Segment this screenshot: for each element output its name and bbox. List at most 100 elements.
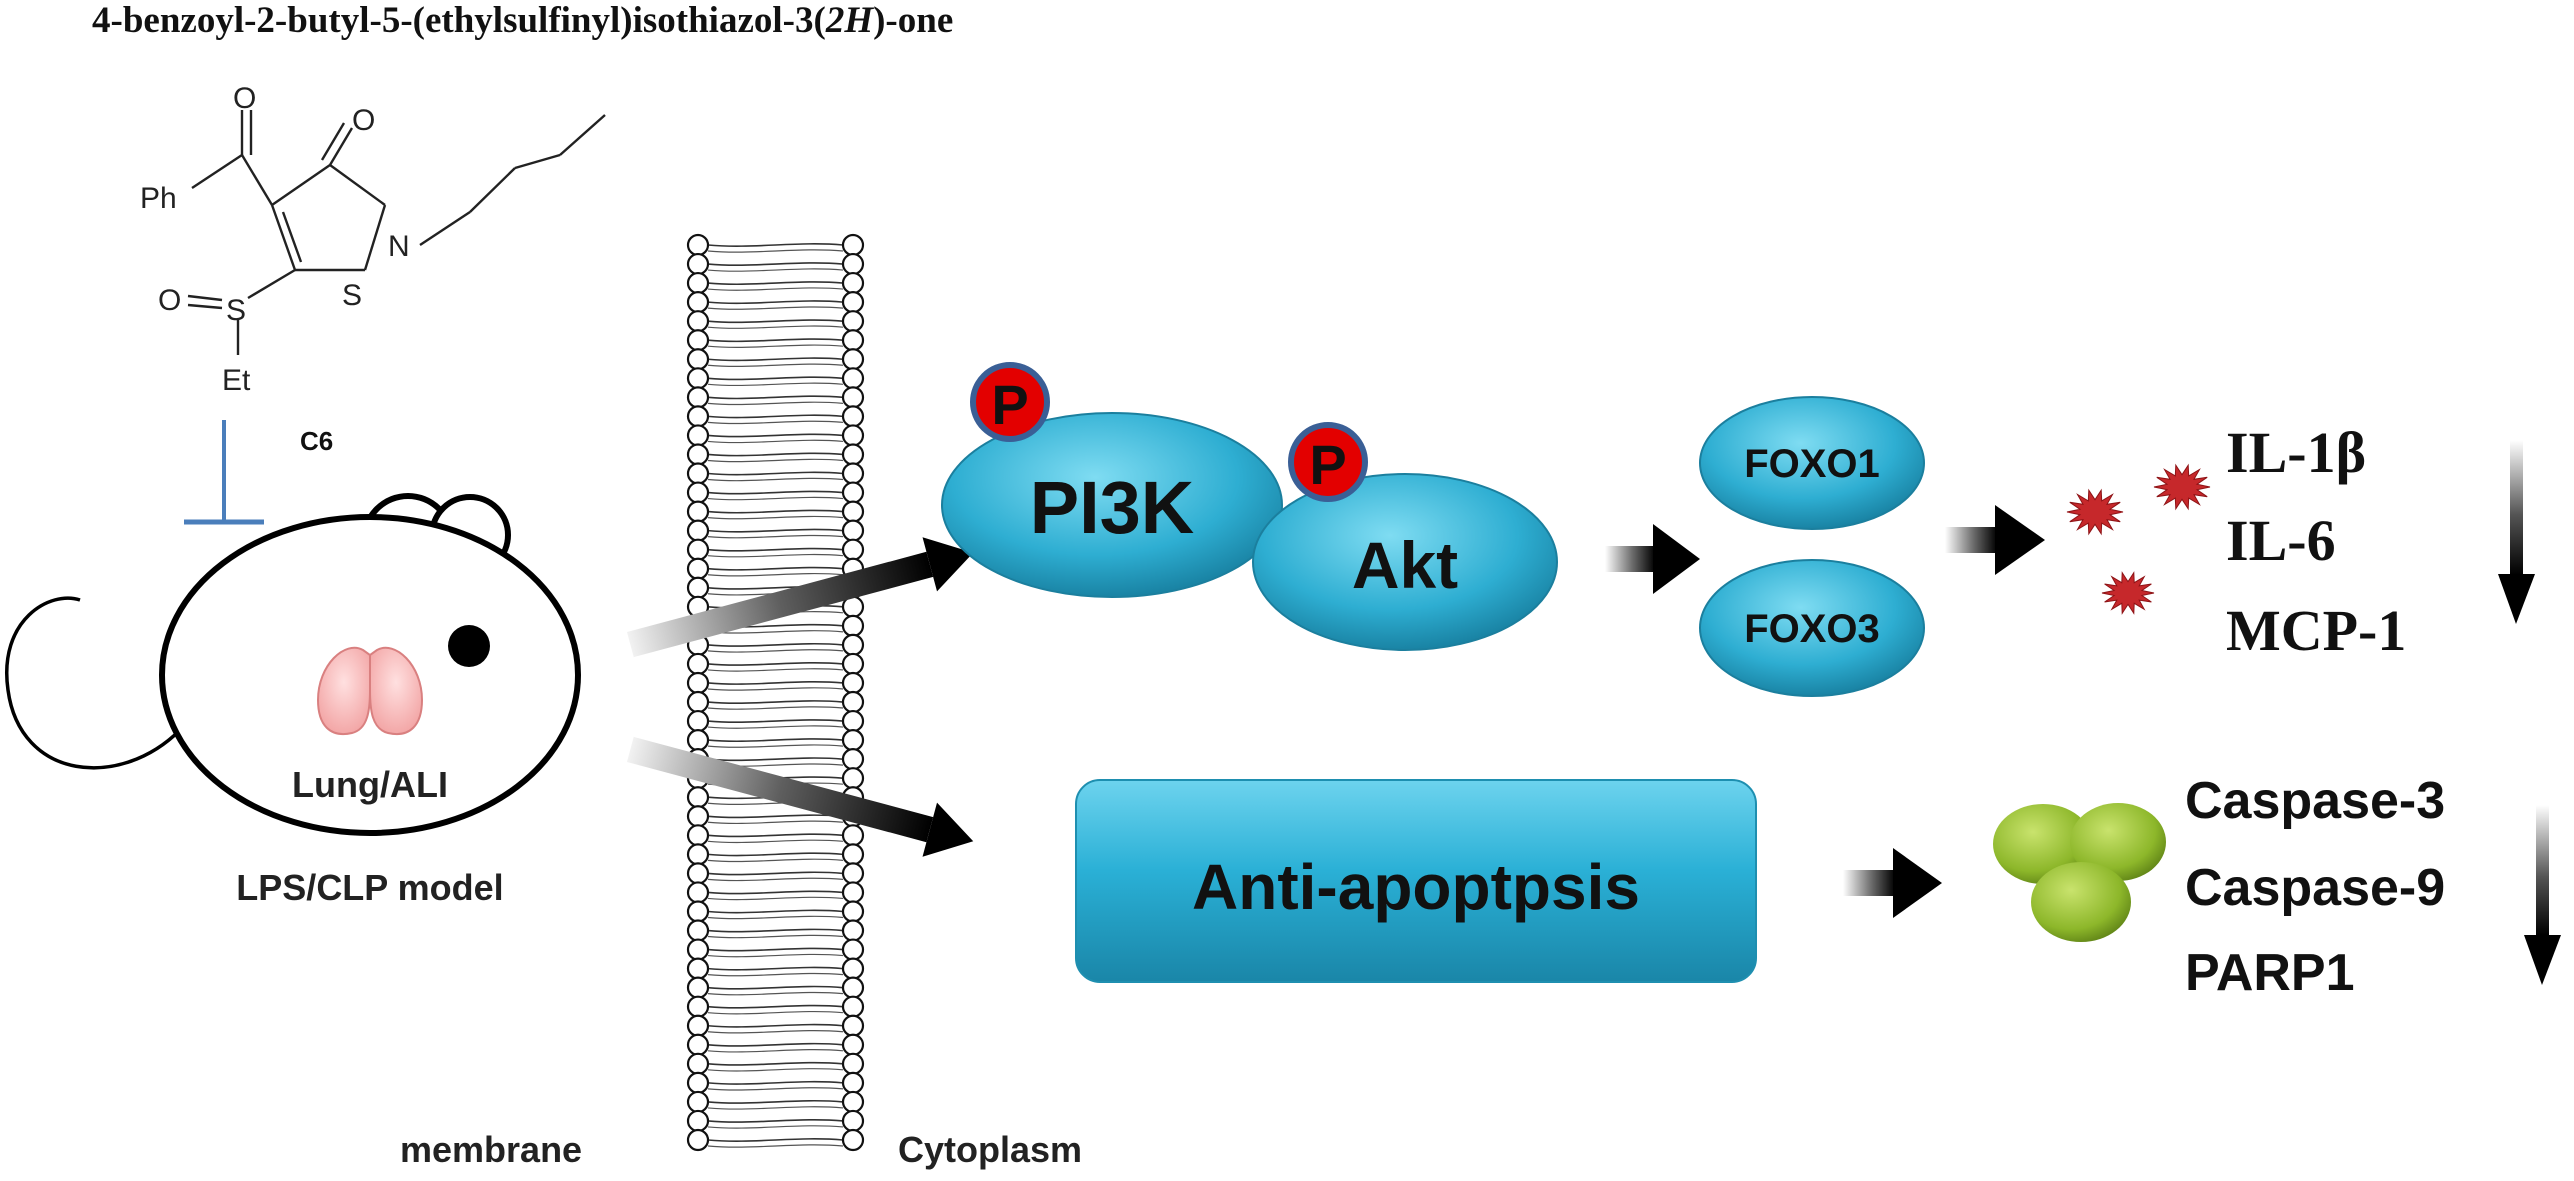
lipid-tail <box>707 1004 844 1009</box>
lipid-head <box>686 843 710 866</box>
lipid-head <box>686 671 710 695</box>
marker-caspase3: Caspase-3 <box>2185 772 2445 830</box>
lipid-tail <box>707 668 844 672</box>
lipid-tail <box>707 896 844 901</box>
lipid-head <box>841 405 865 428</box>
lipid-head <box>841 748 865 771</box>
cytokine-star-icon <box>2101 571 2155 615</box>
lipid-tail <box>707 496 844 501</box>
lipid-tail <box>707 452 844 457</box>
arrow-to-apoptosis-markers <box>1843 848 1942 918</box>
lipid-head <box>841 862 865 885</box>
lipid-head <box>686 1071 710 1094</box>
lipid-tail <box>707 344 844 348</box>
lipid-tail <box>707 744 844 748</box>
lipid-head <box>841 271 865 295</box>
lipid-head <box>686 367 710 390</box>
amide-oxygen-label: O <box>352 104 375 137</box>
lipid-tail <box>707 972 844 977</box>
lipid-head <box>841 1109 865 1133</box>
lipid-head <box>686 386 710 409</box>
lipid-tail <box>707 719 844 723</box>
lipid-head <box>841 1014 865 1037</box>
lipid-head <box>686 729 710 752</box>
lipid-head <box>686 1052 710 1075</box>
nitrogen-label: N <box>388 230 410 263</box>
foxo3-protein <box>1699 559 1925 697</box>
lipid-head <box>686 271 710 295</box>
lipid-head <box>686 976 710 999</box>
membrane-label: membrane <box>400 1129 582 1170</box>
lipid-tail <box>707 572 844 577</box>
lipid-tail <box>707 700 844 704</box>
lipid-head <box>686 519 710 542</box>
lipid-tail <box>707 871 844 876</box>
lipid-tail <box>707 649 844 653</box>
cytokine-decrease-arrow <box>2498 440 2535 624</box>
lipid-tail <box>707 566 844 571</box>
foxo1-protein <box>1699 396 1925 530</box>
lipid-head <box>841 329 865 352</box>
lipid-head <box>841 462 865 485</box>
lipid-tail <box>707 363 844 367</box>
lipid-head <box>841 652 865 676</box>
lipid-head <box>686 329 710 352</box>
apoptosis-decrease-arrow <box>2524 805 2561 985</box>
foxo1-label: FOXO1 <box>1744 442 1880 486</box>
lipid-head <box>686 919 710 942</box>
lipid-tail <box>707 757 844 762</box>
lipid-tail <box>707 1080 844 1085</box>
lipid-tail <box>707 287 844 291</box>
lipid-tail <box>707 725 844 729</box>
arrow-to-cytokines <box>1945 505 2045 575</box>
akt-phospho-label: P <box>1309 433 1346 496</box>
pi3k-phospho-icon <box>970 362 1050 442</box>
anti-apoptosis-label: Anti-apoptpsis <box>1192 851 1640 923</box>
lipid-tail <box>707 1068 844 1072</box>
lipid-tail <box>707 528 844 533</box>
lipid-tail <box>707 471 844 476</box>
mouse-eye <box>448 625 490 667</box>
lipid-head <box>686 462 710 485</box>
lipid-head <box>686 881 710 904</box>
cytokine-star-icon <box>2153 463 2211 511</box>
lipid-tail <box>707 1049 844 1053</box>
lipid-tail <box>707 515 844 520</box>
akt-label: Akt <box>1352 528 1458 602</box>
lipid-tail <box>707 966 844 971</box>
marker-parp1: PARP1 <box>2185 944 2355 1002</box>
anti-apoptosis-box <box>1075 779 1757 983</box>
lipid-tail <box>707 738 844 743</box>
model-label: LPS/CLP model <box>236 867 503 908</box>
lipid-tail <box>707 662 844 666</box>
mouse-tail <box>5 596 182 770</box>
lung-left-icon <box>316 647 371 736</box>
lipid-head <box>841 233 865 257</box>
lipid-head <box>686 995 710 1018</box>
cytoplasm-label: Cytoplasm <box>898 1129 1082 1170</box>
lipid-head <box>841 519 865 542</box>
sulfoxide-oxygen-label: O <box>158 284 181 317</box>
lipid-tail <box>707 395 844 400</box>
apoptosis-marker-list: Caspase-3 Caspase-9 PARP1 <box>2185 772 2445 1002</box>
lipid-tail <box>707 458 844 463</box>
lipid-tail <box>707 985 844 990</box>
lipid-tail <box>707 1106 844 1110</box>
lipid-head <box>841 729 865 752</box>
lipid-head <box>686 900 710 923</box>
lipid-tail <box>707 1010 844 1015</box>
lipid-head <box>841 443 865 466</box>
lipid-head <box>686 424 710 447</box>
lipid-tail <box>707 947 844 952</box>
lipid-head <box>686 310 710 333</box>
lipid-tail <box>707 1119 844 1123</box>
lipid-tail <box>707 814 844 819</box>
lipid-head <box>686 576 710 599</box>
lipid-tail <box>707 1087 844 1091</box>
lipid-head <box>686 805 710 828</box>
lipid-tail <box>707 1125 844 1129</box>
lipid-head <box>841 1071 865 1094</box>
lipid-tail <box>707 953 844 958</box>
lipid-head <box>841 481 865 504</box>
cytokine-mcp1: MCP-1 <box>2226 598 2406 663</box>
